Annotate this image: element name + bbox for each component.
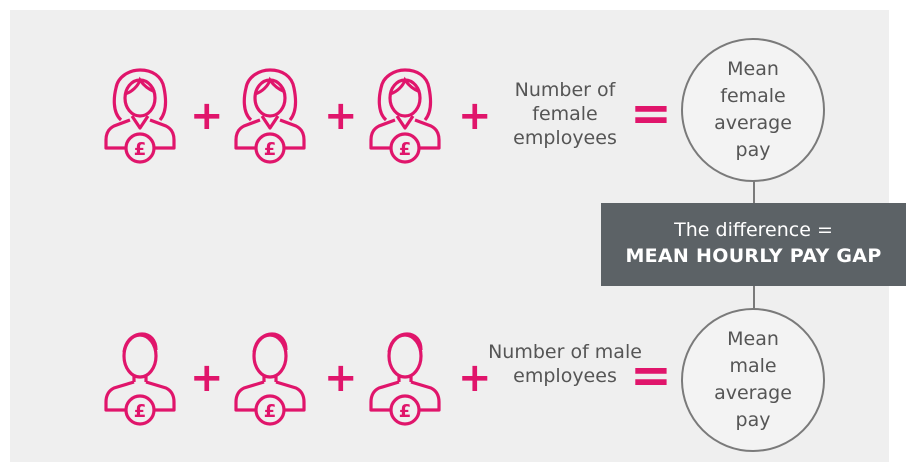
female-employee-icon [234, 68, 306, 164]
plus-sign: + [190, 93, 224, 139]
male-employee-icon [369, 332, 441, 426]
plus-sign: + [458, 355, 492, 401]
equals-sign: = [630, 346, 672, 404]
mean-male-pay-circle: Mean male average pay [681, 308, 825, 452]
connector-line-top [753, 178, 755, 204]
male-count-label: Number of male employees [488, 341, 642, 387]
female-employee-icon [104, 68, 176, 164]
male-employee-icon [104, 332, 176, 426]
male-employee-icon [234, 332, 306, 426]
plus-sign: + [324, 355, 358, 401]
difference-label: The difference = [674, 219, 833, 241]
equals-sign: = [630, 84, 672, 142]
female-employee-icon [369, 68, 441, 164]
female-count-label: Number of female employees [513, 79, 617, 149]
mean-hourly-pay-gap-label: MEAN HOURLY PAY GAP [625, 245, 882, 267]
plus-sign: + [324, 93, 358, 139]
plus-sign: + [458, 93, 492, 139]
pay-gap-box: The difference = MEAN HOURLY PAY GAP [601, 203, 906, 286]
connector-line-bottom [753, 285, 755, 311]
mean-female-pay-circle: Mean female average pay [681, 38, 825, 182]
plus-sign: + [190, 355, 224, 401]
